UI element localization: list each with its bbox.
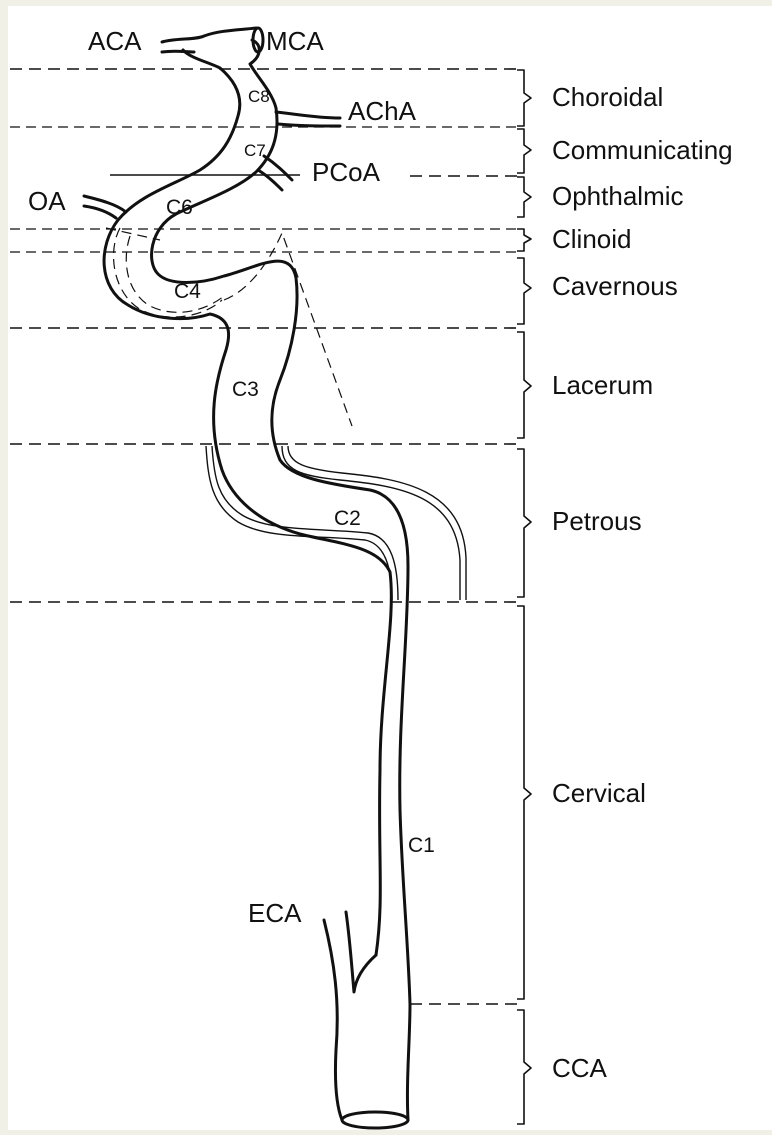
region-label-ophthalmic: Ophthalmic — [552, 181, 684, 211]
region-label-cca: CCA — [552, 1053, 608, 1083]
region-label-choroidal: Choroidal — [552, 82, 663, 112]
label-acha: AChA — [348, 96, 417, 126]
region-label-communicating: Communicating — [552, 135, 733, 165]
segment-label-c8: C8 — [248, 87, 270, 106]
label-aca: ACA — [88, 26, 142, 56]
region-label-clinoid: Clinoid — [552, 224, 632, 254]
region-label-cervical: Cervical — [552, 778, 646, 808]
segment-label-c3: C3 — [232, 378, 259, 401]
region-label-lacerum: Lacerum — [552, 370, 653, 400]
label-mca: MCA — [266, 26, 324, 56]
region-label-petrous: Petrous — [552, 506, 642, 536]
label-pcoa: PCoA — [312, 157, 381, 187]
segment-label-c6: C6 — [166, 196, 193, 219]
region-label-cavernous: Cavernous — [552, 271, 678, 301]
aca-branch-lower — [162, 51, 194, 52]
label-oa: OA — [28, 186, 66, 216]
label-eca: ECA — [248, 898, 302, 928]
segment-label-c2: C2 — [334, 507, 361, 530]
segment-label-c7: C7 — [244, 141, 266, 160]
segment-label-c4: C4 — [174, 280, 201, 303]
segment-label-c1: C1 — [408, 834, 435, 857]
